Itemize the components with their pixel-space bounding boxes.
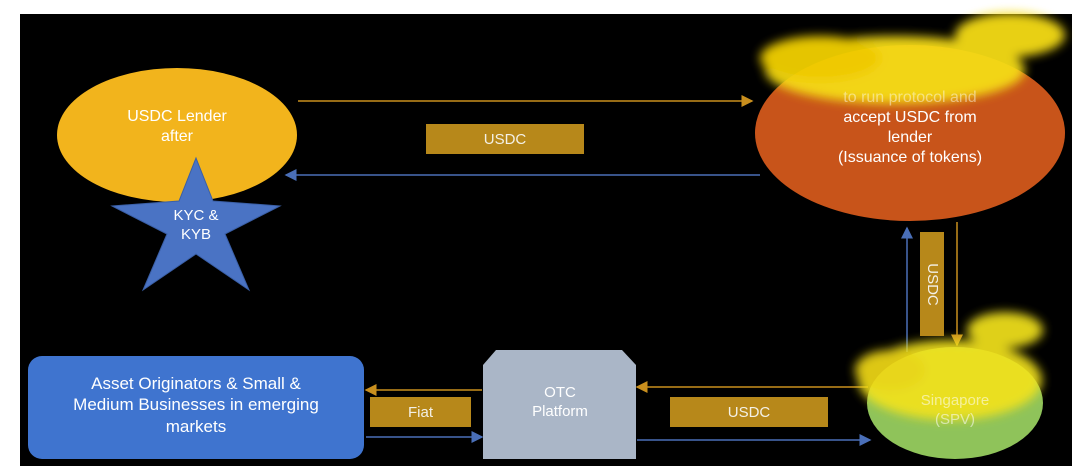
kyc-kyb-star — [110, 156, 282, 292]
usdc-label-vertical: USDC — [920, 232, 944, 336]
otc-label: OTC Platform — [532, 384, 588, 420]
originators-label: Asset Originators & Small & Medium Busin… — [73, 374, 319, 436]
lender-label: USDC Lender after — [127, 108, 227, 145]
asset-originators-node — [28, 356, 364, 459]
spv-label: Singapore (SPV) — [920, 392, 990, 428]
usdc-lender-node — [57, 68, 297, 202]
protocol-label: to run protocol and accept USDC from len… — [837, 89, 983, 166]
highlighter-scribble-spv — [855, 312, 1043, 420]
fiat-label: Fiat — [370, 397, 471, 427]
highlighter-scribble-top — [760, 13, 1065, 104]
otc-platform-node — [483, 350, 636, 459]
usdc-label-bottom: USDC — [670, 397, 828, 427]
usdc-label-top: USDC — [426, 124, 584, 154]
kyc-label: KYC & KYB — [173, 207, 219, 243]
